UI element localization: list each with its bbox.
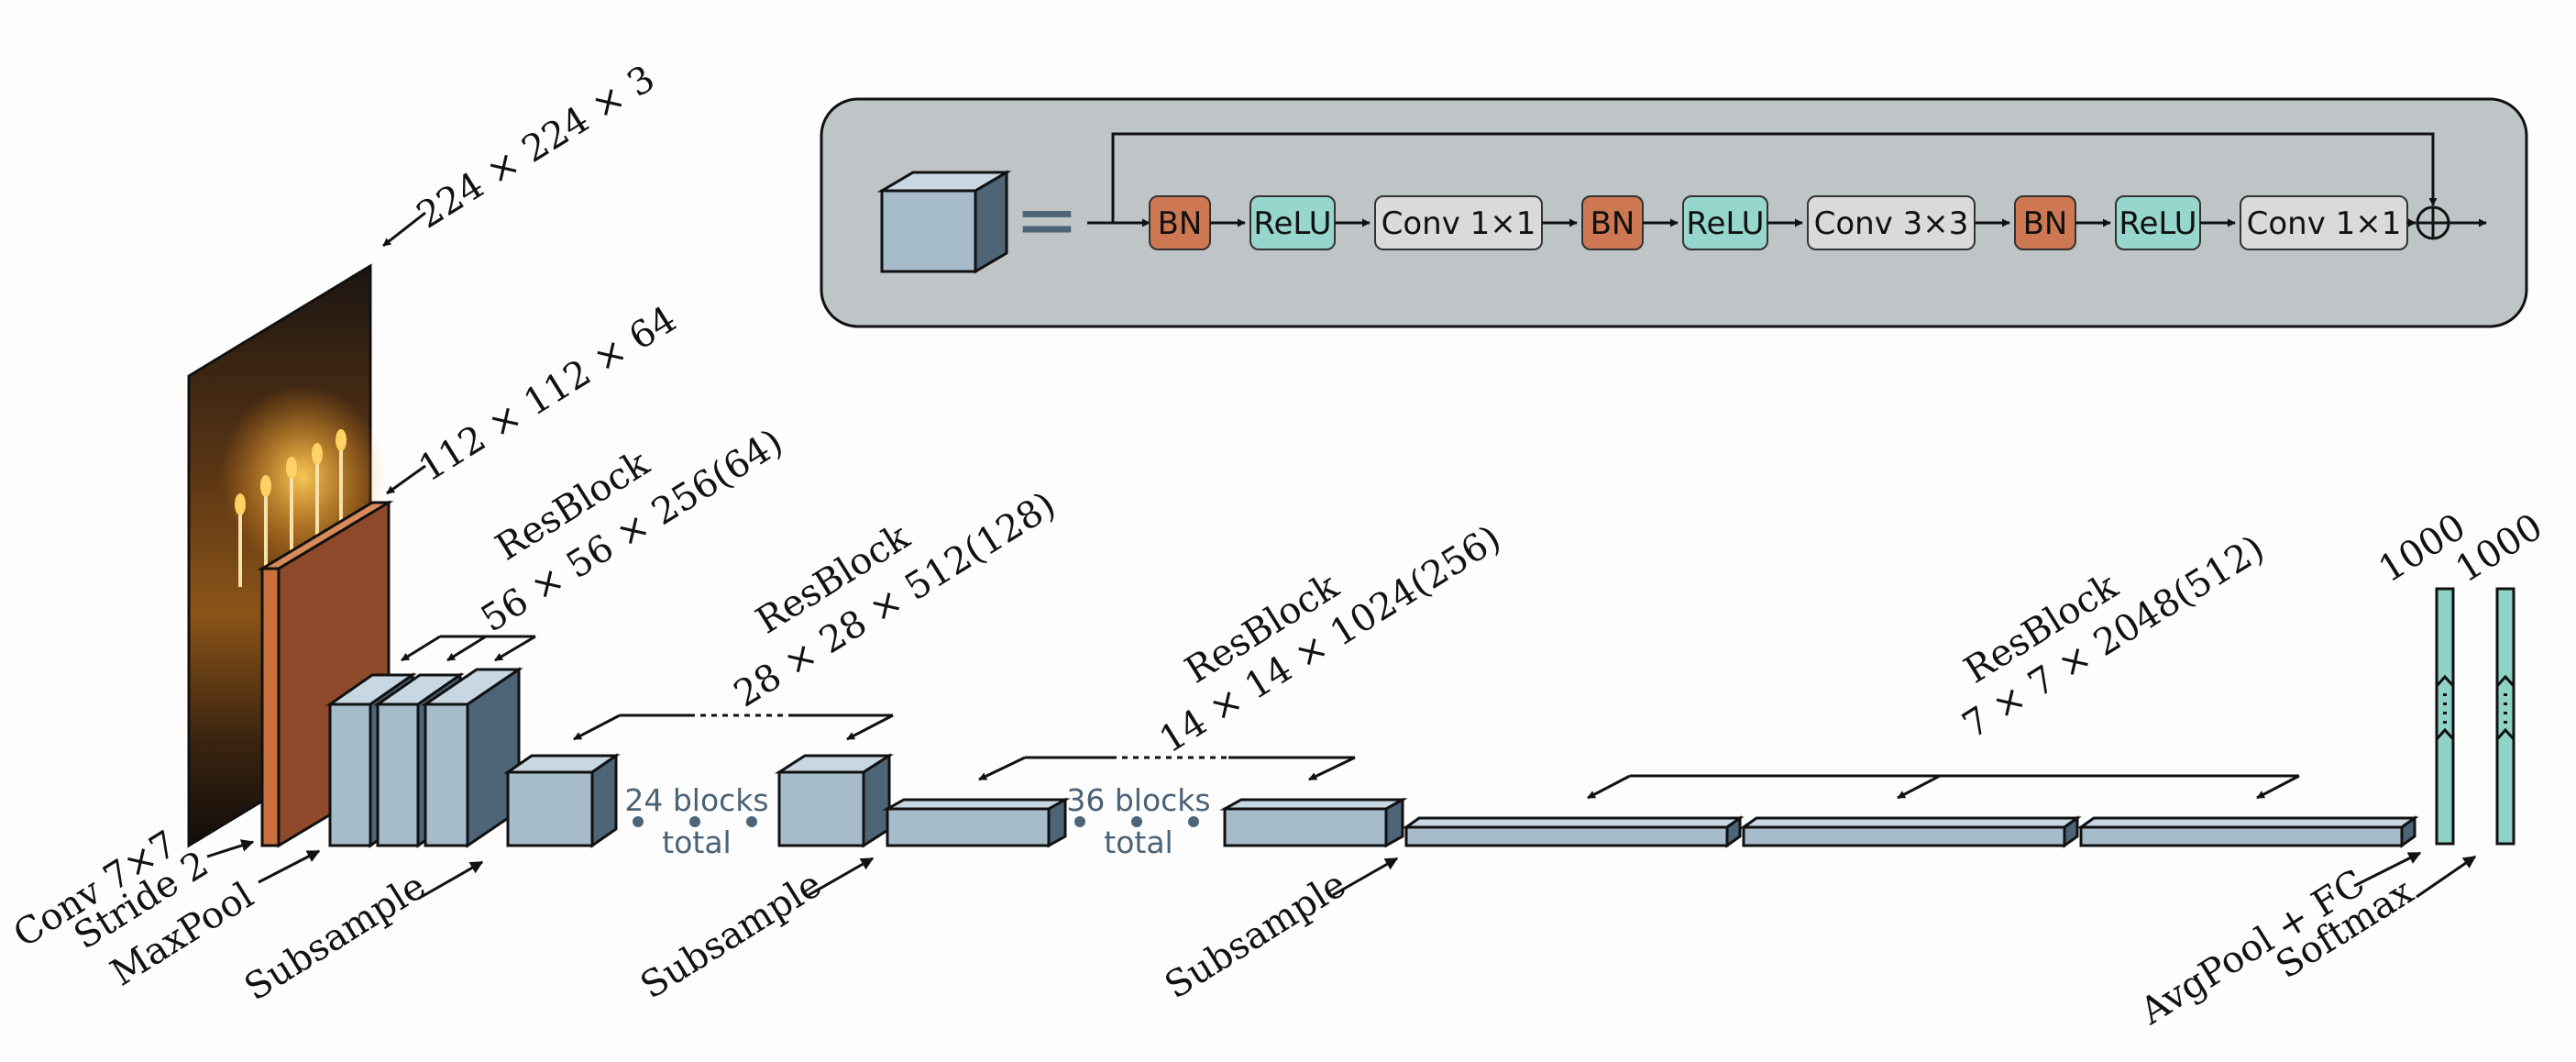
legend-block-icon <box>876 170 1012 274</box>
stage3-ellipsis: 36 blocks total <box>1066 782 1210 860</box>
stage1-repeat-arrows <box>401 635 536 662</box>
stage3-label: ResBlock 14 × 14 × 1024(256) <box>1152 517 1508 761</box>
stage1-label: ResBlock 56 × 56 × 256(64) <box>474 421 790 640</box>
legend-node-chain: BN ReLU Conv 1×1 BN ReLU Conv 3×3 BN ReLU Conv 1… <box>1087 195 2416 250</box>
stage4-label: ResBlock 7 × 7 × 2048(512) <box>1955 527 2272 747</box>
legend-node-relu: ReLU <box>1682 195 1768 250</box>
svg-text:Subsample: Subsample <box>633 863 830 1007</box>
softmax-layer <box>2495 587 2515 846</box>
legend-equals: = <box>1015 174 1079 264</box>
stage4-block-3 <box>2076 815 2419 848</box>
stage2-ellipsis: 24 blocks total <box>624 782 768 860</box>
legend-node-label: ReLU <box>1686 205 1764 242</box>
subsample-label-2: Subsample <box>633 857 875 1007</box>
stage1-resblocks <box>325 667 523 848</box>
stage2-block-first <box>503 753 621 848</box>
svg-text:Subsample: Subsample <box>1158 863 1354 1007</box>
legend-node-conv: Conv 3×3 <box>1807 195 1976 250</box>
avgpool-fc-label: AvgPool + FC <box>2132 851 2422 1034</box>
subsample-label-1: Subsample <box>237 860 484 1009</box>
skip-connection-arrow <box>1111 132 2438 224</box>
stage2-label: ResBlock 28 × 28 × 512(128) <box>727 484 1063 716</box>
svg-text:total: total <box>662 824 731 860</box>
legend-node-relu: ReLU <box>2115 195 2201 250</box>
legend-node-label: ReLU <box>2119 205 2196 242</box>
input-shape-label: 224 × 224 × 3 <box>382 58 662 248</box>
legend-panel-background <box>820 97 2528 328</box>
svg-text:36 blocks: 36 blocks <box>1066 782 1210 818</box>
legend-node-label: Conv 3×3 <box>1814 205 1969 242</box>
fc-layer <box>2435 587 2455 846</box>
stage3-block-last <box>1219 797 1408 848</box>
stage2-repeat-arrows <box>573 714 894 741</box>
legend-node-conv: Conv 1×1 <box>2240 195 2408 250</box>
legend-node-bn: BN <box>1149 195 1211 250</box>
legend-node-bn: BN <box>2014 195 2076 250</box>
legend-node-relu: ReLU <box>1249 195 1336 250</box>
stage4-block-1 <box>1402 815 1745 848</box>
svg-text:224 × 224 × 3: 224 × 224 × 3 <box>410 58 662 238</box>
legend-node-conv: Conv 1×1 <box>1374 195 1543 250</box>
stage1-block-3 <box>421 667 523 848</box>
legend-node-label: BN <box>1591 205 1635 242</box>
legend-node-bn: BN <box>1581 195 1644 250</box>
subsample-label-3: Subsample <box>1158 857 1399 1007</box>
stage4-repeat-arrows <box>1587 774 2300 800</box>
svg-text:Subsample: Subsample <box>237 865 434 1009</box>
resblock-legend-panel: = BN ReLU Conv 1×1 BN ReLU Conv 3×3 BN ReLU Conv… <box>820 97 2528 328</box>
legend-node-label: Conv 1×1 <box>2247 205 2402 242</box>
legend-node-label: ReLU <box>1253 205 1331 242</box>
stage4-block-2 <box>1739 815 2082 848</box>
softmax-size-label: 1000 <box>2449 506 2550 592</box>
stage3-block-first <box>882 797 1071 848</box>
legend-node-label: BN <box>1158 205 1203 242</box>
stage3-repeat-arrows <box>978 756 1356 781</box>
svg-text:24 blocks: 24 blocks <box>624 782 768 818</box>
legend-node-label: Conv 1×1 <box>1382 205 1536 242</box>
stage2-block-last <box>774 753 895 848</box>
legend-node-label: BN <box>2023 205 2068 242</box>
add-node <box>2416 205 2450 240</box>
svg-text:total: total <box>1104 824 1172 860</box>
